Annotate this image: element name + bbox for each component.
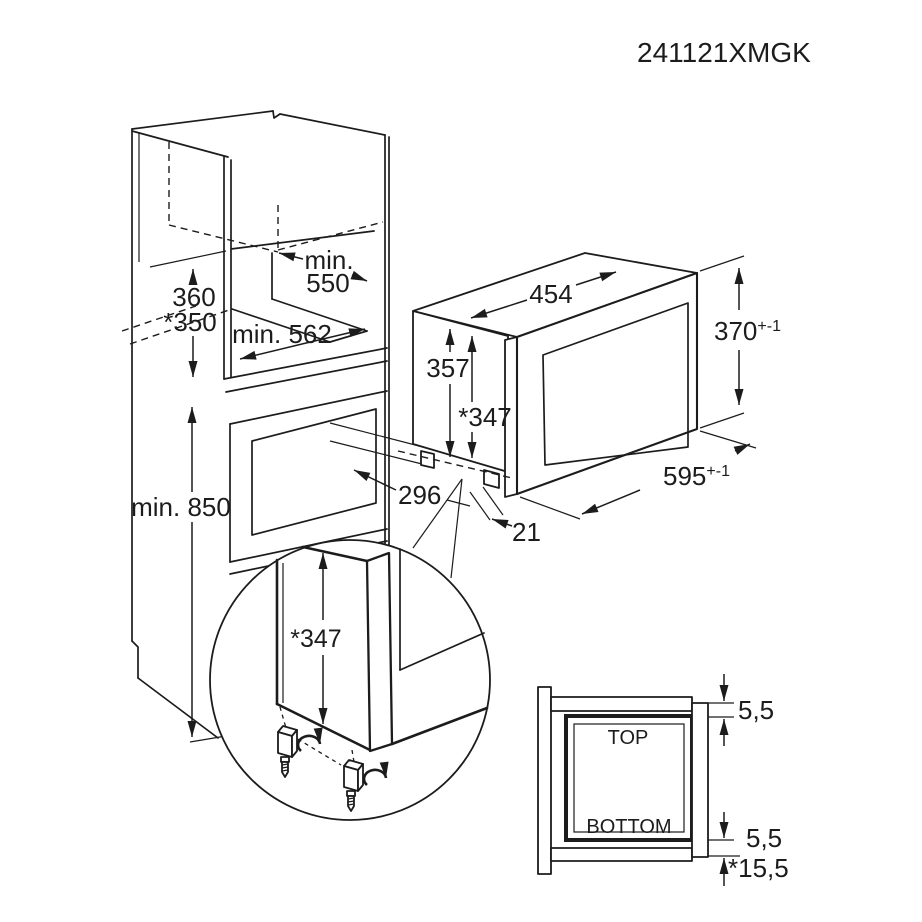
detail-frame-edge xyxy=(365,551,394,753)
adjustable-foot-right xyxy=(343,759,389,812)
section-cabinet-wall xyxy=(537,686,552,875)
adjustable-foot-left xyxy=(277,725,323,778)
dim-front-height: 370+-1 xyxy=(714,316,781,346)
dim-bottom-overlap: 5,5 xyxy=(746,823,782,853)
cabinet-dimensions: 360 *350 min. 550 min. 562 min. 850 xyxy=(121,245,368,743)
rotate-arrow-icon xyxy=(296,727,323,752)
oven-foot-rear xyxy=(420,450,435,469)
dim-niche-height-alt: *350 xyxy=(163,307,217,337)
dim-plinth-height: min. 850 xyxy=(131,492,231,522)
section-bottom-label: BOTTOM xyxy=(586,816,671,838)
rotate-arrow-icon xyxy=(362,761,389,786)
screw-icon xyxy=(346,790,356,812)
detail-circle: *347 xyxy=(209,539,491,821)
dim-niche-depth: min. 562 xyxy=(232,319,332,349)
section-oven-body xyxy=(564,714,694,842)
dim-body-height-adjusted: *347 xyxy=(458,402,512,432)
section-view: TOP BOTTOM 5,5 5,5 *15,5 xyxy=(537,674,789,886)
section-front-frame xyxy=(691,702,709,858)
dim-body-height: 357 xyxy=(426,353,469,383)
oven-front-frame xyxy=(515,271,699,496)
dim-niche-width-value: 550 xyxy=(306,268,349,298)
dim-front-protrusion: 21 xyxy=(512,517,541,547)
dim-body-width: 454 xyxy=(529,279,572,309)
oven-foot-front xyxy=(483,469,500,489)
dim-niche-width-word: min. xyxy=(304,245,353,275)
dim-front-width: 595+-1 xyxy=(663,461,730,491)
dim-detail-height: *347 xyxy=(290,625,341,653)
oven-door-window xyxy=(542,302,689,466)
oven-side-face xyxy=(412,310,509,473)
screw-icon xyxy=(280,756,290,778)
model-number: 241121XMGK xyxy=(637,37,811,68)
dim-top-overlap: 5,5 xyxy=(738,695,774,725)
section-top-label: TOP xyxy=(608,727,649,749)
dim-niche-height: 360 xyxy=(172,282,215,312)
dim-setback: 296 xyxy=(398,480,441,510)
oven-dimensions: 454 357 *347 370+-1 595+-1 21 296 xyxy=(353,255,781,547)
section-bottom-board xyxy=(550,847,693,862)
detail-leader-wedge xyxy=(412,478,463,579)
section-top-board xyxy=(550,696,693,712)
dim-bottom-total: *15,5 xyxy=(728,853,789,883)
